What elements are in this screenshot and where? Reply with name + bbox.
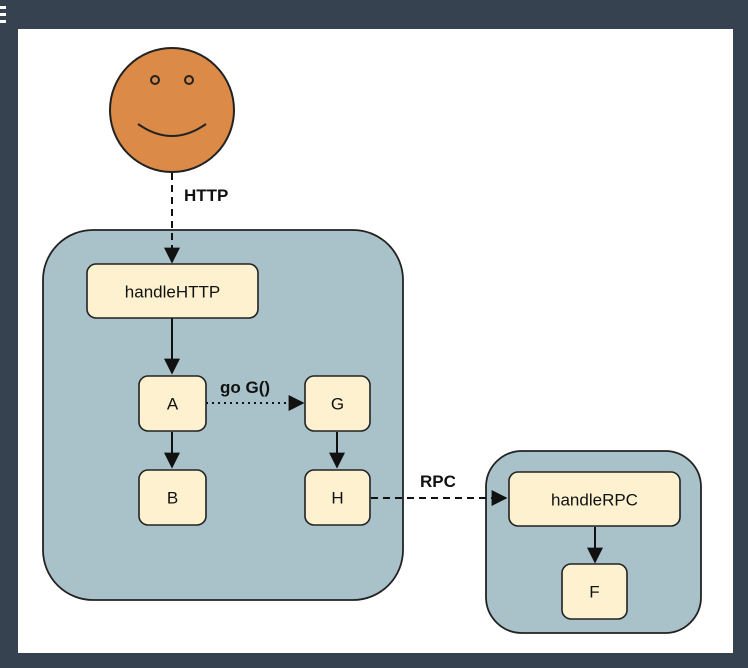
user-face-icon xyxy=(109,47,235,173)
svg-text:B: B xyxy=(167,489,178,508)
edge-label-rpc: RPC xyxy=(420,472,456,491)
node-handlehttp: handleHTTP xyxy=(86,263,259,319)
node-a: A xyxy=(138,375,207,432)
svg-text:H: H xyxy=(331,489,343,508)
svg-text:F: F xyxy=(589,583,599,602)
node-f: F xyxy=(561,563,628,620)
svg-text:A: A xyxy=(167,395,179,414)
node-b: B xyxy=(138,469,207,526)
svg-text:handleRPC: handleRPC xyxy=(551,491,638,510)
node-g: G xyxy=(304,375,371,432)
edge-label-go: go G() xyxy=(220,378,270,397)
node-h: H xyxy=(304,469,371,526)
svg-text:handleHTTP: handleHTTP xyxy=(125,283,220,302)
menu-icon[interactable] xyxy=(0,6,6,24)
node-handlerpc: handleRPC xyxy=(508,471,681,527)
svg-text:G: G xyxy=(331,395,344,414)
edge-label-http: HTTP xyxy=(184,186,228,205)
